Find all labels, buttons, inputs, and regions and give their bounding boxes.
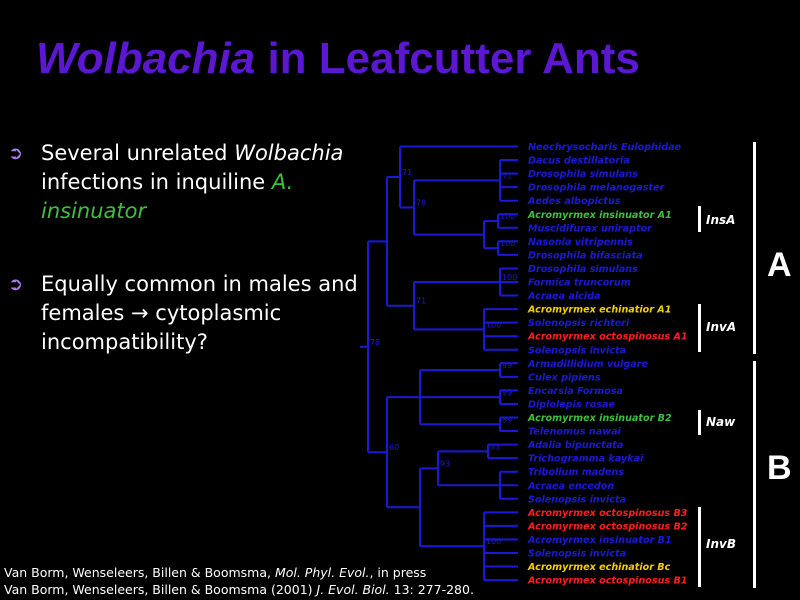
taxon-label: Adalia bipunctata [527, 440, 623, 451]
taxon-label: Muscidifurax uniraptor [528, 223, 653, 234]
bootstrap-values: 78 71 71 78 100 100 71 100 100 99 99 60 89 93 93 100 [370, 168, 517, 546]
bootstrap-value: 60 [389, 443, 399, 452]
reference-2-authors: Van Borm, Wenseleers, Billen & Boomsma (… [4, 582, 317, 597]
slide-title: Wolbachia in Leafcutter Ants [36, 34, 640, 84]
bullet-2-text: Equally common in males and females → cy… [41, 270, 368, 357]
group-label-naw: Naw [706, 415, 736, 429]
bootstrap-value: 100 [500, 212, 515, 221]
right-arrow-icon: → [131, 301, 149, 325]
bullet-1-text: Several unrelated Wolbachia infections i… [41, 139, 368, 226]
taxon-label: Telenomus nawai [528, 427, 622, 438]
bootstrap-value: 100 [486, 320, 501, 329]
taxon-label: Acromyrmex echinatior Bc [527, 562, 671, 573]
bootstrap-value: 78 [416, 198, 426, 207]
bootstrap-value: 78 [370, 338, 380, 347]
taxon-label: Drosophila melanogaster [528, 183, 666, 194]
bullet-1-part-2: Wolbachia [234, 141, 344, 165]
taxon-label: Drosophila simulans [528, 169, 638, 180]
taxon-label: Armadillidium vulgare [527, 359, 648, 370]
supergroup-label-B: B [767, 449, 792, 487]
bullet-1-part-3: infections in inquiline [41, 170, 272, 194]
supergroup-A-bracket [753, 142, 756, 354]
bullet-1: ➲ Several unrelated Wolbachia infections… [8, 139, 368, 226]
bootstrap-value: 71 [402, 168, 412, 177]
supergroup-B-bracket [753, 361, 756, 588]
reference-2-volume: 13: 277-280. [389, 582, 474, 597]
title-rest: in Leafcutter Ants [255, 34, 640, 83]
insA-bracket [698, 206, 701, 232]
taxon-label: Culex pipiens [528, 372, 601, 383]
reference-2-journal: J. Evol. Biol. [316, 582, 390, 597]
reference-2: Van Borm, Wenseleers, Billen & Boomsma (… [4, 582, 474, 597]
taxon-label: Drosophila bifasciata [528, 250, 643, 261]
naw-bracket [698, 410, 701, 435]
taxon-label: Acraea alcida [527, 291, 600, 302]
group-label-invA: InvA [706, 320, 736, 334]
taxon-label: Aedes albopictus [527, 196, 621, 207]
bootstrap-value: 89 [502, 415, 512, 424]
taxon-label: Acraea encedon [527, 481, 614, 492]
taxon-label: Acromyrmex insinuator A1 [527, 210, 672, 221]
bootstrap-value: 93 [490, 442, 500, 451]
bullet-2-part-1: Equally common in males and females [41, 272, 358, 325]
taxon-label: Solenopsis invicta [528, 345, 626, 356]
group-label-insA: InsA [706, 213, 735, 227]
invA-bracket [698, 304, 701, 352]
bootstrap-value: 100 [500, 239, 515, 248]
bullet-2-part-2: cytoplasmic incompatibility? [41, 301, 282, 354]
reference-1-status: , in press [369, 565, 427, 580]
bootstrap-value: 99 [502, 388, 512, 397]
bullet-arrow-icon: ➲ [8, 143, 24, 164]
taxon-label: Tribolium madens [528, 467, 624, 478]
taxon-label: Encarsia Formosa [528, 386, 623, 397]
taxon-label: Drosophila simulans [528, 264, 638, 275]
bootstrap-value: 93 [440, 459, 450, 468]
reference-1-authors: Van Borm, Wenseleers, Billen & Boomsma, [4, 565, 275, 580]
bootstrap-value: 71 [502, 171, 512, 180]
bootstrap-value: 71 [416, 297, 426, 306]
group-label-invB: InvB [706, 537, 736, 551]
reference-1: Van Borm, Wenseleers, Billen & Boomsma, … [4, 565, 426, 580]
bootstrap-value: 100 [486, 537, 501, 546]
taxon-label: Solenopsis invicta [528, 494, 626, 505]
invB-bracket [698, 507, 701, 587]
bootstrap-value: 100 [502, 273, 517, 282]
taxon-label: Dacus destillatoria [528, 156, 630, 167]
taxon-label: Acromyrmex octospinosus B2 [527, 521, 688, 532]
supergroup-label-A: A [767, 246, 792, 284]
reference-1-journal: Mol. Phyl. Evol. [274, 565, 370, 580]
taxon-label: Acromyrmex insinuator B1 [527, 535, 672, 546]
taxon-label: Nasonia vitripennis [528, 237, 633, 248]
taxon-label: Formica truncorum [528, 278, 631, 289]
taxon-label: Trichogramma kaykai [528, 454, 644, 465]
taxon-label: Acromyrmex octospinosus B1 [527, 576, 687, 587]
bullet-arrow-icon: ➲ [8, 274, 24, 295]
taxon-label: Solenopsis invicta [528, 549, 626, 560]
taxon-label: Acromyrmex octospinosus B3 [527, 508, 688, 519]
bullet-1-part-4: A. insinuator [41, 170, 294, 223]
taxon-label: Acromyrmex octospinosus A1 [527, 332, 688, 343]
title-italic: Wolbachia [36, 34, 256, 83]
taxon-label: Acromyrmex insinuator B2 [527, 413, 672, 424]
taxon-label: Neochrysocharis Eulophidae [528, 142, 682, 153]
tree-branches [360, 145, 518, 582]
bootstrap-value: 99 [502, 361, 512, 370]
taxon-label: Solenopsis richteri [528, 318, 630, 329]
bullet-2: ➲ Equally common in males and females → … [8, 270, 368, 357]
bullet-1-part-1: Several unrelated [41, 141, 235, 165]
taxon-label: Diplolepis rosae [528, 399, 616, 410]
taxon-label: Acromyrmex echinatior A1 [527, 305, 671, 316]
